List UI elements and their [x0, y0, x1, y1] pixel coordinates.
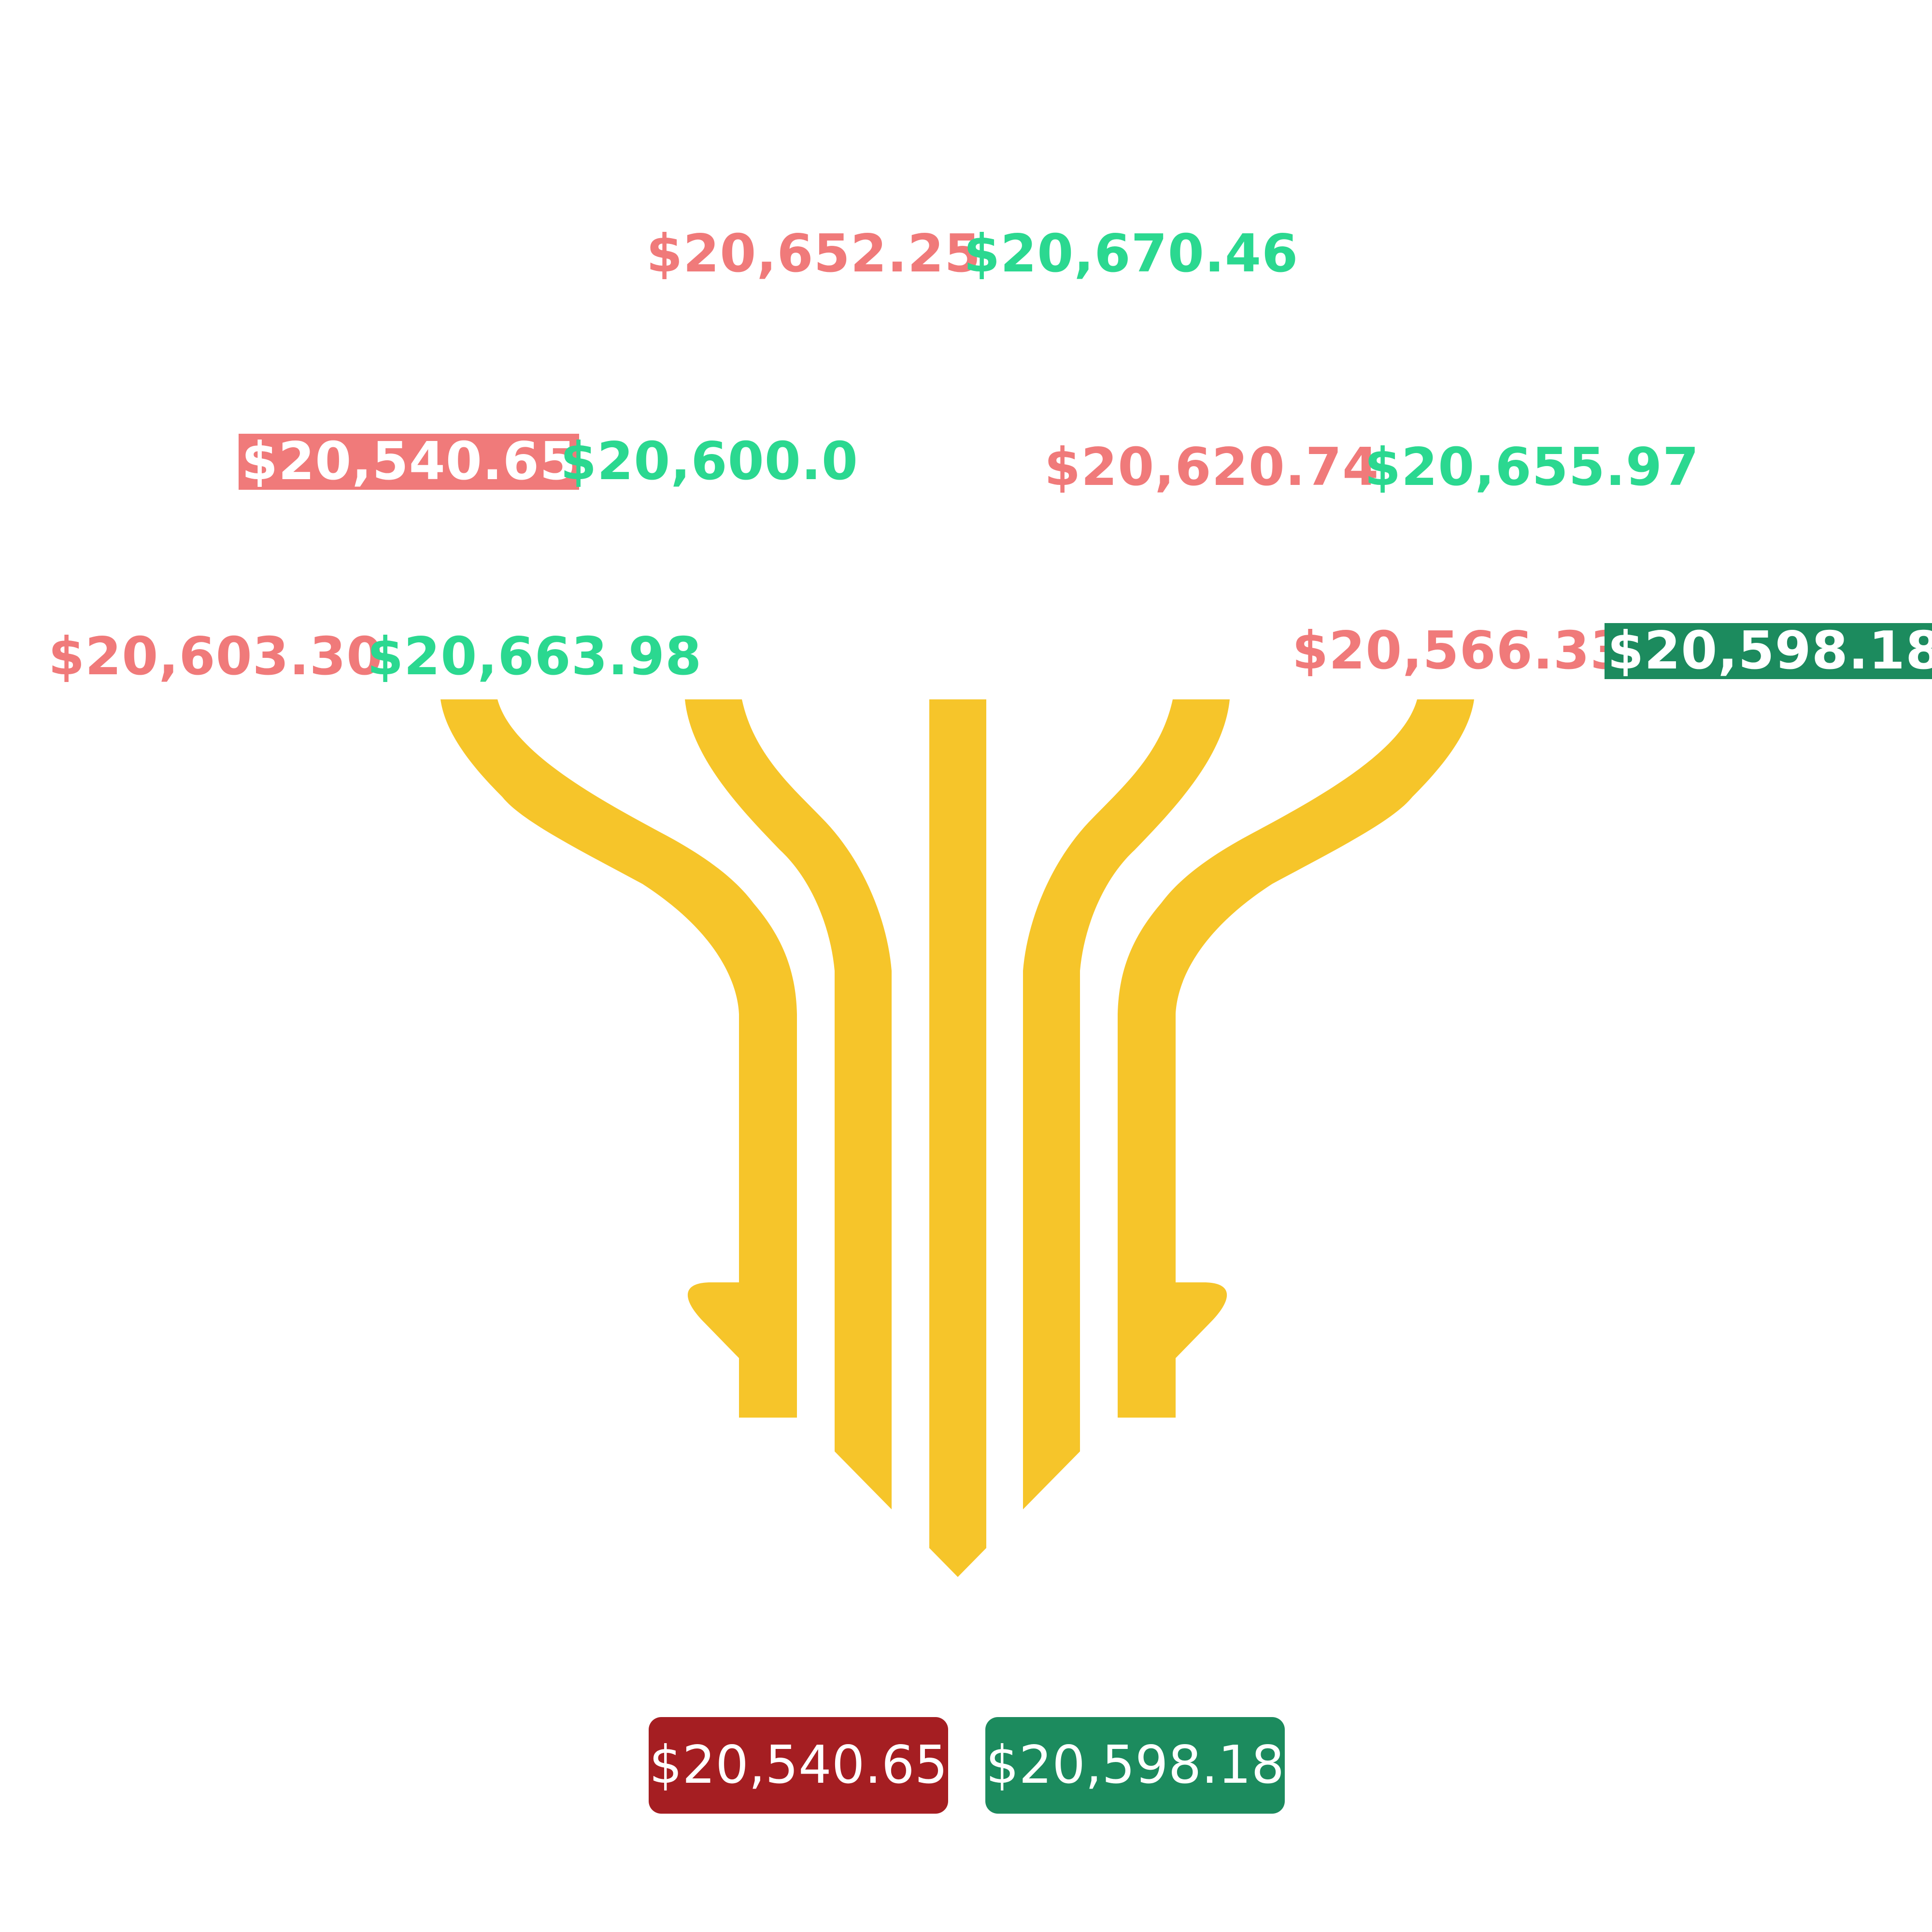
- source-4-bid: $20,620.74: [1044, 437, 1379, 497]
- arrow-1-icon: [440, 699, 797, 1418]
- source-1-bid: $20,603.30: [48, 626, 384, 687]
- source-5-bid: $20,566.33: [1292, 621, 1627, 681]
- source-2-bid-highlighted: $20,540.65: [239, 434, 580, 490]
- arrow-5-icon: [1118, 699, 1474, 1418]
- arrow-3-icon: [929, 699, 986, 1577]
- best-ask-badge: $20,598.18: [985, 1717, 1285, 1814]
- source-1-ask: $20,663.98: [367, 626, 702, 687]
- source-2-ask: $20,600.0: [560, 431, 859, 492]
- arrow-2-icon: [685, 699, 892, 1509]
- source-4-ask: $20,655.97: [1364, 437, 1700, 497]
- source-5-ask-highlighted: $20,598.18: [1605, 623, 1932, 679]
- best-bid-badge: $20,540.65: [649, 1717, 948, 1814]
- arrow-4-icon: [1023, 699, 1230, 1509]
- source-3-ask: $20,670.46: [964, 224, 1299, 284]
- source-3-bid: $20,652.25: [646, 224, 981, 284]
